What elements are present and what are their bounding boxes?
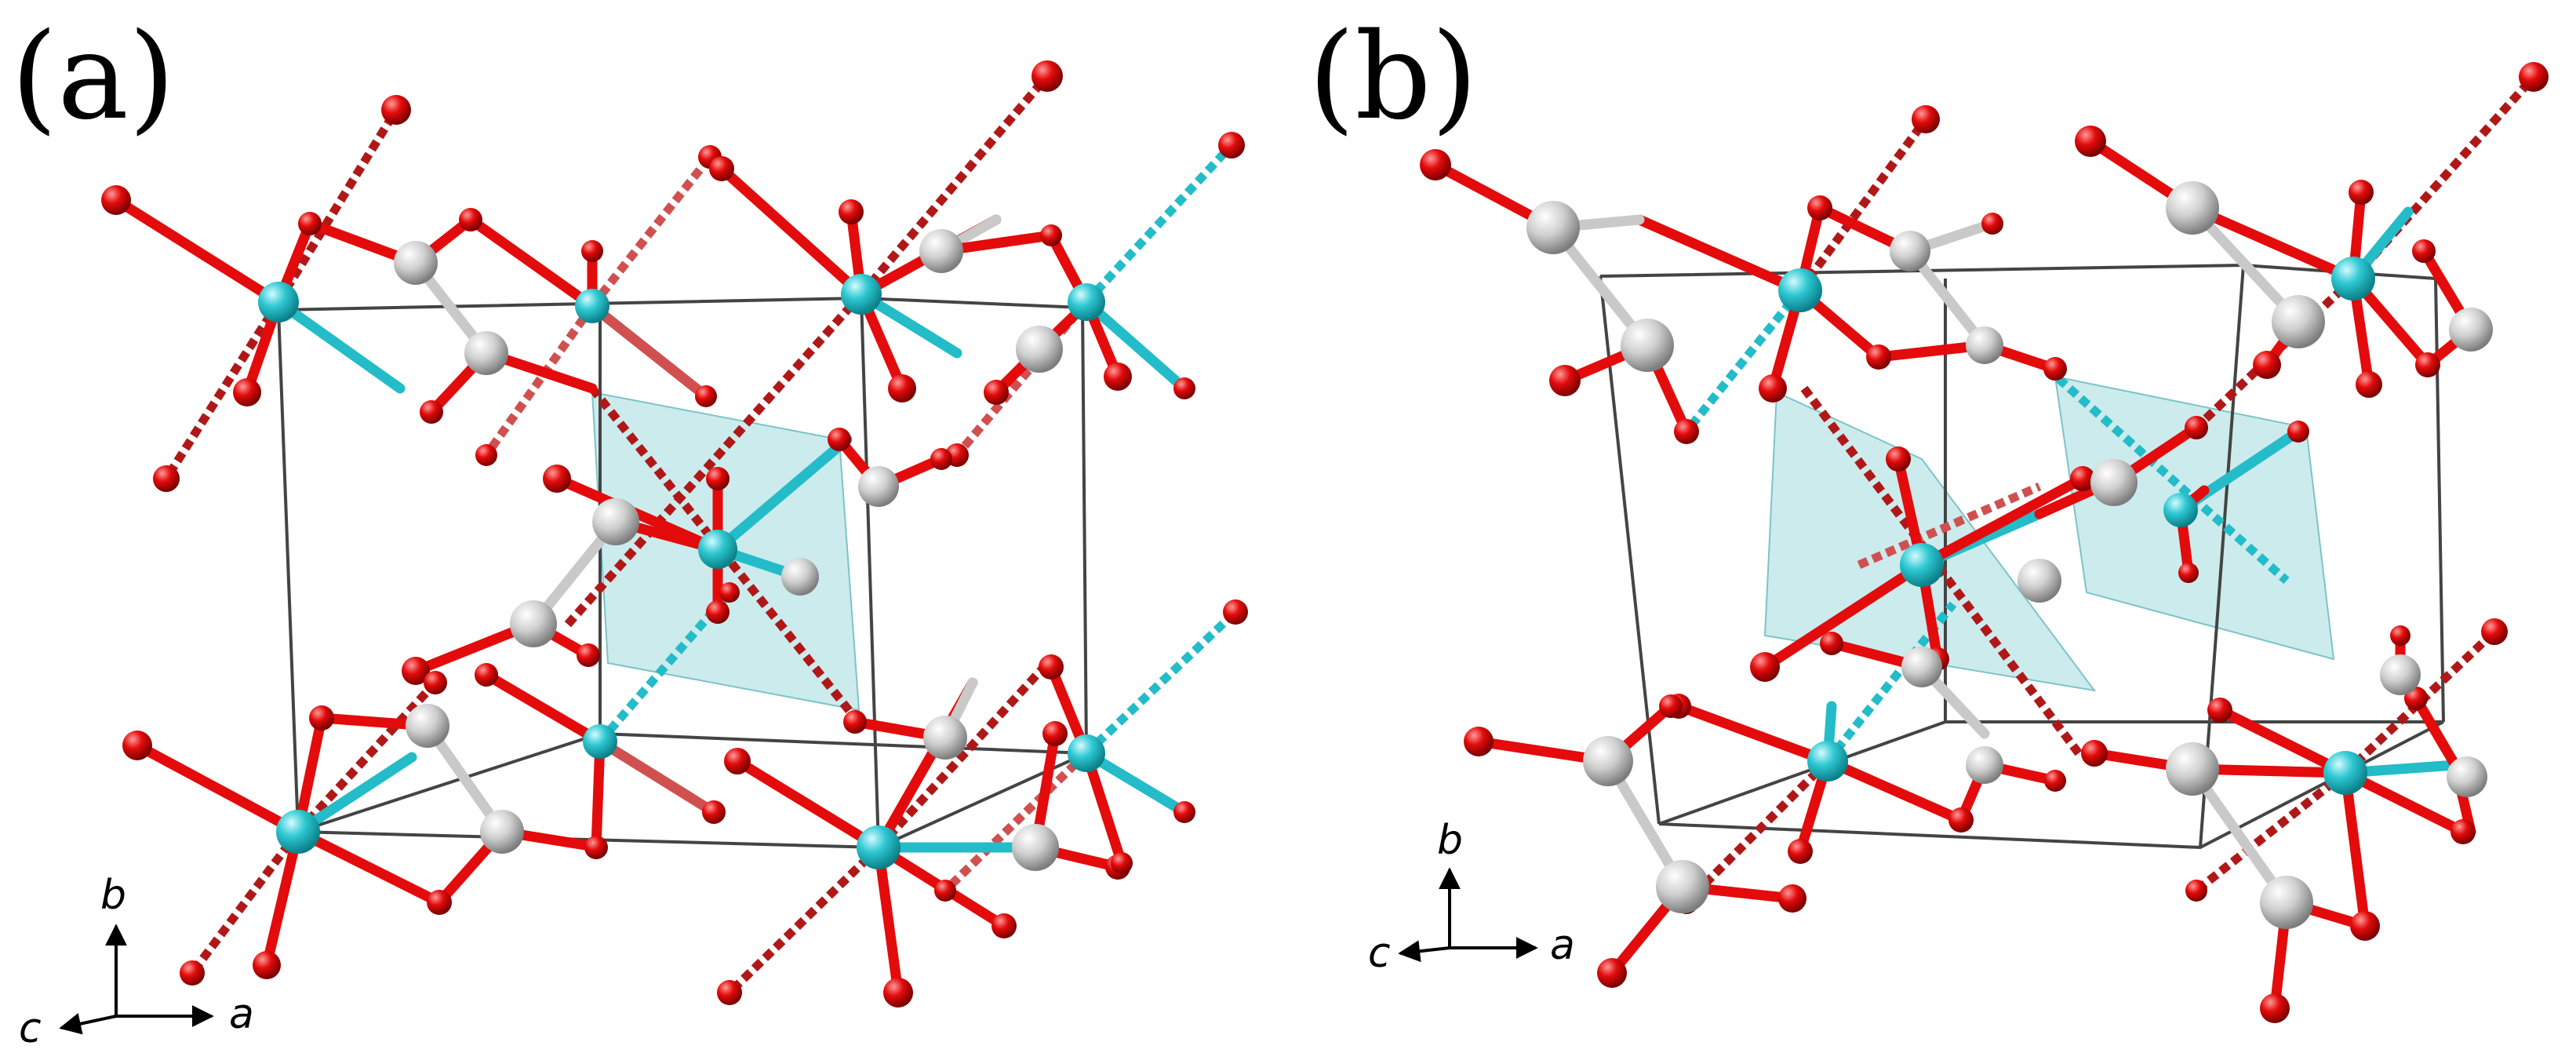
axis-label-horizontal-b: a	[1550, 922, 1575, 969]
axis-label-vertical-b: b	[1437, 817, 1463, 864]
panel-b: (b)	[1308, 7, 2549, 1023]
axis-indicator-a	[59, 924, 214, 1035]
metal-atoms	[258, 274, 1105, 869]
carbon-atoms-b	[1526, 181, 2493, 929]
carbon-atoms	[394, 229, 1063, 871]
axis-label-vertical: b	[100, 872, 126, 919]
axis-label-horizontal: a	[229, 991, 254, 1038]
axis-label-depth-b: c	[1368, 930, 1391, 977]
panel-a: (a)	[11, 7, 1248, 1052]
axis-label-depth: c	[19, 1005, 42, 1052]
metal-atoms-b	[1778, 257, 2375, 795]
panel-a-label: (a)	[11, 7, 175, 146]
oxygen-atoms	[101, 60, 1248, 1008]
panel-b-label: (b)	[1308, 7, 1478, 146]
axis-indicator-b	[1398, 867, 1538, 963]
bonds	[111, 163, 1190, 998]
